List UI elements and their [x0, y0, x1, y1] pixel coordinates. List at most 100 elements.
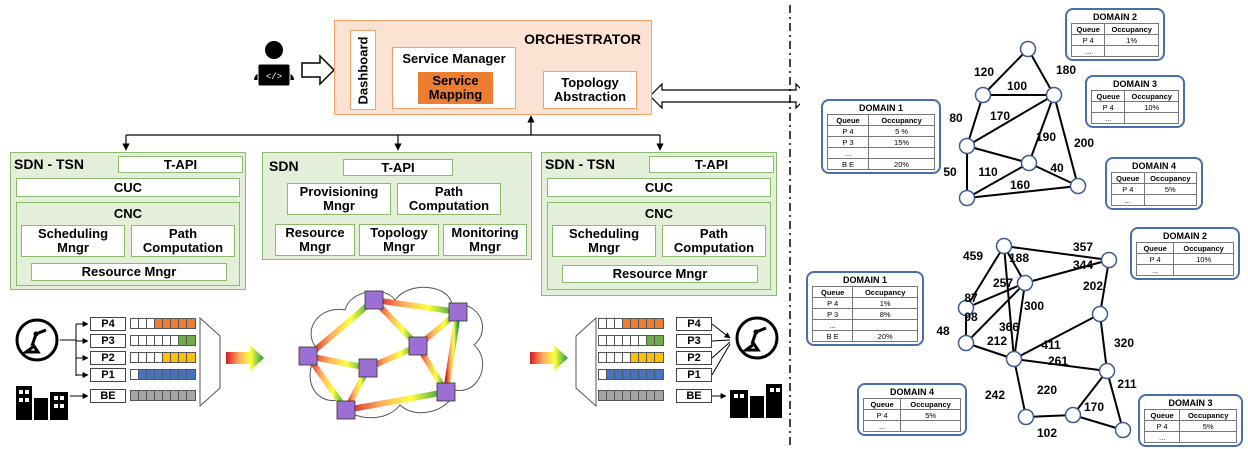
link-weight-label: 320 [1113, 336, 1135, 350]
graph-link [966, 185, 1079, 199]
table-header: Queue [1070, 23, 1106, 35]
graph-node [1114, 421, 1132, 439]
table-cell: ... [811, 319, 854, 331]
queue-label-p1: P1 [90, 368, 126, 382]
sdn-tsn-left-title: SDN - TSN [14, 156, 84, 172]
queue-label-p1: P1 [676, 368, 712, 382]
table-cell: B E [811, 330, 854, 342]
link-weight-label: 80 [949, 111, 963, 125]
link-weight-label: 220 [1036, 383, 1058, 397]
graph-link [1013, 313, 1101, 360]
sdn-middle-box: SDN T-API Provisioning Mngr Path Computa… [262, 152, 532, 260]
link-weight-label: 261 [1047, 354, 1069, 368]
provisioning-mngr: Provisioning Mngr [287, 183, 391, 215]
user-developer-icon: </> [254, 41, 294, 87]
cnc-right-box: CNC Scheduling Mngr Path Computation Res… [547, 202, 771, 290]
graph-node [1017, 408, 1035, 426]
link-weight-label: 242 [984, 388, 1006, 402]
table-cell [1173, 264, 1234, 276]
table-cell [868, 147, 935, 159]
table-cell: P 4 [826, 125, 870, 137]
link-weight-label: 110 [978, 165, 998, 179]
queue-buffer-p2 [598, 352, 664, 363]
queue-buffer-p4 [598, 318, 664, 329]
graph-link [1099, 313, 1108, 372]
table-row: ... [1111, 194, 1198, 206]
link-weight-label: 48 [936, 324, 950, 338]
graph-link [1013, 282, 1026, 360]
domain-title: DOMAIN 2 [1162, 231, 1207, 241]
link-weight-label: 459 [962, 249, 984, 263]
table-cell [1104, 45, 1159, 57]
service-manager-label: Service Manager [402, 51, 506, 66]
graph-link [965, 342, 1015, 360]
table-cell: ... [862, 420, 902, 432]
table-cell: ... [826, 147, 870, 159]
queue-buffer-p4 [130, 318, 196, 329]
table-cell: 5% [1179, 420, 1237, 432]
table-row: ... [1143, 431, 1237, 443]
queue-label-p3: P3 [676, 334, 712, 348]
graph-link [966, 94, 1055, 147]
graph-node [957, 299, 975, 317]
buildings-icon-left [16, 386, 68, 420]
table-row: ... [1090, 112, 1179, 124]
table-cell [900, 420, 961, 432]
table-cell: ... [1090, 112, 1126, 124]
resource-mngr-middle: Resource Mngr [275, 224, 355, 256]
queue-buffer-p2 [130, 352, 196, 363]
domain-title: DOMAIN 3 [1112, 79, 1157, 89]
table-cell: P 3 [811, 308, 854, 320]
graph-node [957, 334, 975, 352]
domain-title: DOMAIN 4 [889, 387, 934, 397]
link-weight-label: 200 [1073, 136, 1095, 150]
table-cell: P 4 [862, 409, 902, 421]
domain-title: DOMAIN 2 [1092, 12, 1137, 22]
link-weight-label: 98 [964, 310, 978, 324]
domain-title: DOMAIN 1 [858, 103, 903, 113]
graph-node [1020, 154, 1038, 172]
graph-link [1072, 414, 1124, 431]
graph-node [1098, 362, 1116, 380]
graph-link [982, 48, 1029, 96]
graph-node [958, 137, 976, 155]
table-row: ... [826, 147, 935, 159]
table-cell: P 4 [1070, 34, 1106, 46]
graph-link [1013, 358, 1027, 418]
cnc-right-title: CNC [644, 206, 674, 221]
table-cell: ... [1070, 45, 1106, 57]
table-header: Queue [1143, 409, 1181, 421]
table-cell: P 4 [1090, 101, 1126, 113]
path-computation-left: Path Computation [131, 225, 235, 257]
table-cell: 1% [852, 297, 918, 309]
domain-title: DOMAIN 1 [842, 275, 887, 285]
orchestrator-box: ORCHESTRATOR Dashboard Service Manager S… [334, 20, 652, 115]
link-weight-label: 411 [1041, 338, 1061, 352]
link-weight-label: 300 [1023, 299, 1045, 313]
graph-link [1013, 358, 1108, 372]
sdn-tsn-left-box: SDN - TSN T-API CUC CNC Scheduling Mngr … [10, 152, 246, 290]
graph-link [1053, 94, 1079, 187]
table-cell: ... [1135, 264, 1175, 276]
path-computation-right: Path Computation [662, 225, 766, 257]
link-weight-label: 366 [998, 320, 1020, 334]
graph-link [1024, 259, 1110, 284]
graph-link [966, 145, 1030, 164]
queue-label-be: BE [90, 389, 126, 403]
service-mapping-box: Service Mapping [418, 72, 493, 104]
orchestrator-title: ORCHESTRATOR [524, 31, 641, 47]
table-cell: P 4 [1135, 253, 1175, 265]
link-weight-label: 50 [943, 165, 957, 179]
topology-mngr: Topology Mngr [359, 224, 439, 256]
link-weight-label: 211 [1117, 377, 1137, 391]
